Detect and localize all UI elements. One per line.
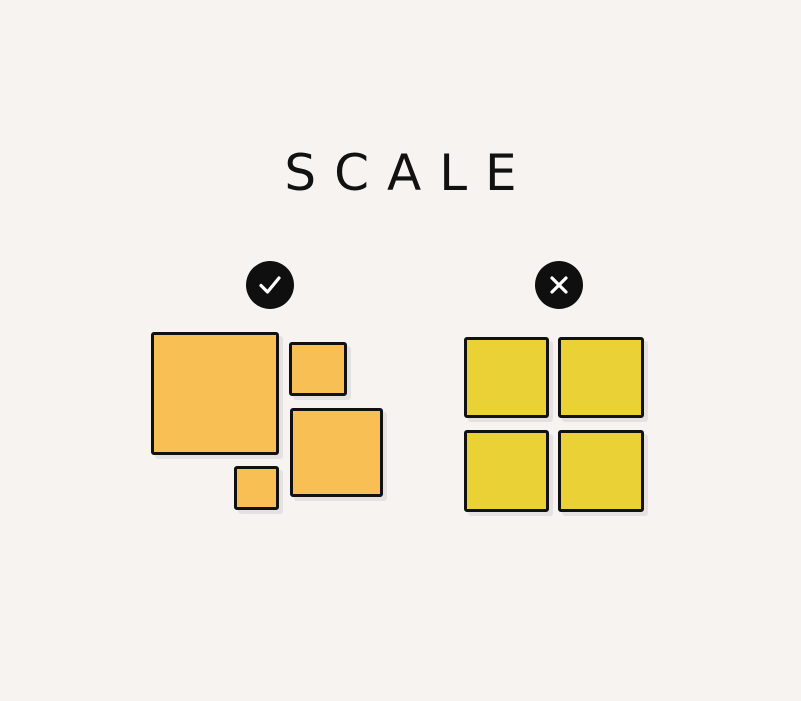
- grid-square-bottom-right: [558, 430, 644, 512]
- large-square: [151, 332, 279, 455]
- cross-icon: [535, 261, 583, 309]
- small-square-top: [289, 342, 347, 396]
- tiny-square: [234, 466, 279, 510]
- grid-square-top-left: [464, 337, 549, 418]
- checkmark-icon: [246, 261, 294, 309]
- grid-square-bottom-left: [464, 430, 549, 512]
- medium-square: [290, 408, 383, 497]
- scale-title: SCALE: [284, 144, 535, 202]
- grid-square-top-right: [558, 337, 644, 418]
